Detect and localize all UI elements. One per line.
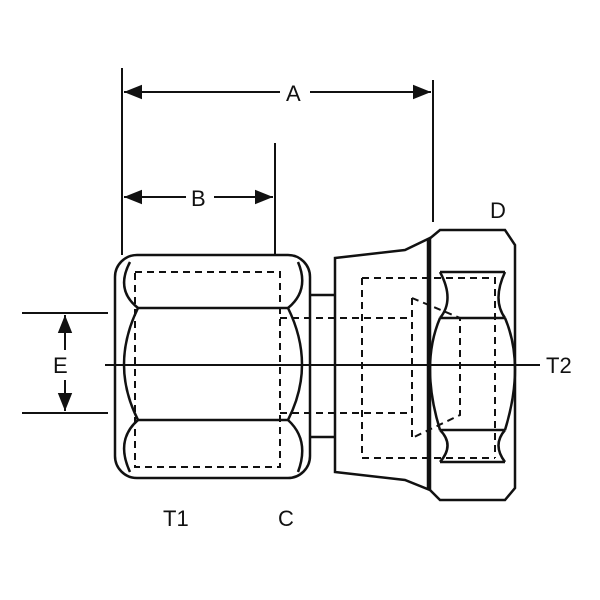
label-e: E	[53, 353, 68, 378]
left-nut-arcs	[122, 261, 304, 473]
right-bore-hidden	[411, 297, 461, 439]
label-a: A	[286, 81, 301, 106]
label-t1: T1	[163, 506, 189, 531]
bore-hidden	[280, 317, 412, 414]
right-hex-arcs	[428, 271, 517, 463]
label-c: C	[278, 506, 294, 531]
left-thread-hidden	[134, 271, 281, 468]
label-d: D	[490, 198, 506, 223]
right-thread-hidden	[361, 277, 496, 459]
left-nut-flats	[138, 306, 288, 422]
left-nut	[113, 253, 312, 480]
neck	[310, 293, 335, 439]
label-t2: T2	[546, 353, 572, 378]
label-b: B	[191, 186, 206, 211]
right-hex-flats	[440, 270, 505, 464]
right-hex	[426, 228, 517, 502]
